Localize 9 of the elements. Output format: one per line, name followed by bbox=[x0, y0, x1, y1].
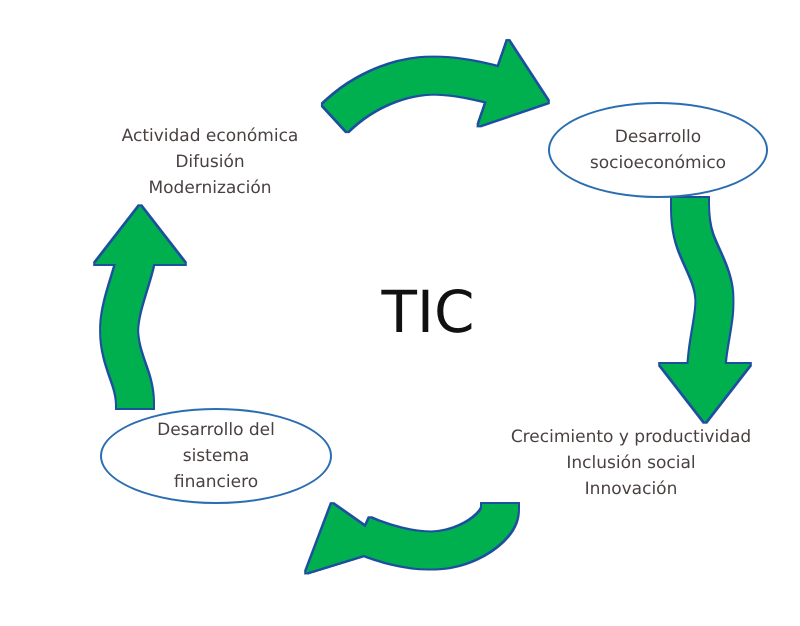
node-text: Crecimiento y productividad bbox=[510, 426, 752, 449]
node-text: Difusión bbox=[175, 151, 245, 174]
node-text: Inclusión social bbox=[566, 452, 696, 475]
node-label: Desarrollo del sistema financiero bbox=[156, 419, 276, 494]
node-label: Desarrollo socioeconómico bbox=[588, 126, 728, 175]
node-text: Innovación bbox=[584, 478, 678, 501]
node-text: Actividad económica bbox=[122, 125, 298, 148]
center-label: TIC bbox=[381, 278, 475, 346]
node-text: Modernización bbox=[148, 177, 272, 200]
